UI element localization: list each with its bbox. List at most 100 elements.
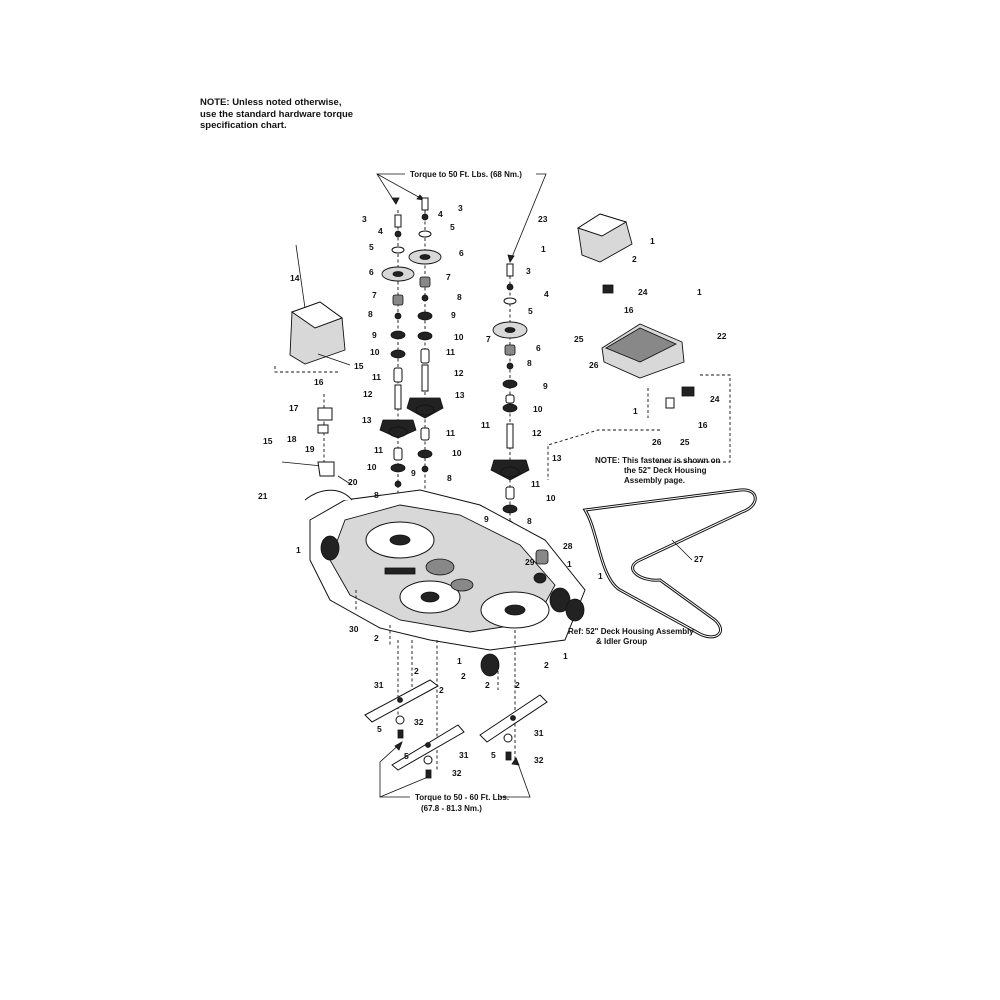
part-label-13: 13 bbox=[455, 390, 465, 400]
part-label-13: 13 bbox=[362, 415, 372, 425]
washer-5-left bbox=[391, 246, 405, 254]
part-label-31: 31 bbox=[534, 728, 544, 738]
part-label-26: 26 bbox=[652, 437, 662, 447]
part-label-2: 2 bbox=[374, 633, 379, 643]
part-label-10: 10 bbox=[454, 332, 464, 342]
torque-top-label: Torque to 50 Ft. Lbs. (68 Nm.) bbox=[410, 170, 522, 179]
wheel-left bbox=[320, 535, 340, 561]
part-label-11: 11 bbox=[372, 372, 381, 382]
part-label-1: 1 bbox=[457, 656, 462, 666]
fastener-note-1: NOTE: This fastener is shown on bbox=[595, 456, 720, 465]
part-label-5: 5 bbox=[491, 750, 496, 760]
part-label-8: 8 bbox=[368, 309, 373, 319]
part-label-8: 8 bbox=[374, 490, 379, 500]
part-label-4: 4 bbox=[544, 289, 549, 299]
part-label-26: 26 bbox=[589, 360, 599, 370]
part-label-1: 1 bbox=[296, 545, 301, 555]
part-label-9: 9 bbox=[411, 468, 416, 478]
part-label-11: 11 bbox=[446, 347, 455, 357]
part-label-5: 5 bbox=[377, 724, 382, 734]
part-label-8: 8 bbox=[527, 358, 532, 368]
washer-4-left bbox=[394, 230, 402, 238]
belt-cover-right bbox=[547, 213, 731, 480]
part-label-9: 9 bbox=[484, 514, 489, 524]
part-label-2: 2 bbox=[461, 671, 466, 681]
rod-18 bbox=[281, 461, 323, 467]
part-label-31: 31 bbox=[459, 750, 469, 760]
part-label-17: 17 bbox=[289, 403, 299, 413]
part-label-3: 3 bbox=[526, 266, 531, 276]
part-label-32: 32 bbox=[414, 717, 424, 727]
part-label-10: 10 bbox=[452, 448, 462, 458]
idler-28 bbox=[535, 549, 549, 565]
part-label-8: 8 bbox=[457, 292, 462, 302]
part-label-16: 16 bbox=[698, 420, 708, 430]
part-label-5: 5 bbox=[369, 242, 374, 252]
part-label-2: 2 bbox=[439, 685, 444, 695]
shaft-12-center bbox=[421, 364, 429, 392]
part-label-1: 1 bbox=[697, 287, 702, 297]
part-label-14: 14 bbox=[290, 273, 300, 283]
part-label-30: 30 bbox=[349, 624, 359, 634]
part-label-10: 10 bbox=[370, 347, 380, 357]
part-label-27: 27 bbox=[694, 554, 704, 564]
part-label-4: 4 bbox=[378, 226, 383, 236]
part-label-11: 11 bbox=[446, 428, 455, 438]
part-label-6: 6 bbox=[369, 267, 374, 277]
belt-cover-left bbox=[274, 244, 353, 486]
part-label-15: 15 bbox=[263, 436, 273, 446]
part-label-5: 5 bbox=[404, 751, 409, 761]
bracket-17 bbox=[317, 407, 333, 421]
wheel-right-1 bbox=[549, 587, 571, 613]
part-label-10: 10 bbox=[367, 462, 377, 472]
idler-29 bbox=[533, 572, 547, 584]
part-label-1: 1 bbox=[563, 651, 568, 661]
torque-bottom-callout: Torque to 50 - 60 Ft. Lbs. (67.8 - 81.3 … bbox=[379, 741, 531, 813]
part-labels: 3456789101112131110834567891011121311109… bbox=[258, 203, 727, 778]
part-label-6: 6 bbox=[459, 248, 464, 258]
shaft-12-left bbox=[394, 384, 402, 410]
torque-bottom-label-2: (67.8 - 81.3 Nm.) bbox=[421, 804, 482, 813]
part-label-7: 7 bbox=[486, 334, 491, 344]
part-label-9: 9 bbox=[372, 330, 377, 340]
fastener-note-2: the 52" Deck Housing bbox=[624, 466, 707, 475]
part-label-18: 18 bbox=[287, 434, 297, 444]
blades bbox=[364, 679, 548, 779]
part-label-22: 22 bbox=[717, 331, 727, 341]
part-label-25: 25 bbox=[574, 334, 584, 344]
part-label-12: 12 bbox=[454, 368, 464, 378]
bolt-3-left bbox=[394, 214, 402, 228]
part-label-20: 20 bbox=[348, 477, 358, 487]
part-label-1: 1 bbox=[650, 236, 655, 246]
part-label-15: 15 bbox=[354, 361, 364, 371]
part-label-10: 10 bbox=[533, 404, 543, 414]
part-label-5: 5 bbox=[528, 306, 533, 316]
part-label-10: 10 bbox=[546, 493, 556, 503]
part-label-8: 8 bbox=[527, 516, 532, 526]
torque-bottom-label-1: Torque to 50 - 60 Ft. Lbs. bbox=[415, 793, 509, 802]
part-label-6: 6 bbox=[536, 343, 541, 353]
part-label-7: 7 bbox=[446, 272, 451, 282]
part-label-11: 11 bbox=[531, 479, 540, 489]
bolt-3-right bbox=[506, 263, 514, 277]
part-label-1: 1 bbox=[633, 406, 638, 416]
fastener-note-3: Assembly page. bbox=[624, 476, 685, 485]
part-label-11: 11 bbox=[481, 420, 490, 430]
part-label-9: 9 bbox=[451, 310, 456, 320]
part-label-1: 1 bbox=[541, 244, 546, 254]
part-label-21: 21 bbox=[258, 491, 268, 501]
part-label-2: 2 bbox=[544, 660, 549, 670]
part-label-23: 23 bbox=[538, 214, 548, 224]
part-label-28: 28 bbox=[563, 541, 573, 551]
bracket-24-bottom bbox=[681, 386, 695, 397]
part-label-25: 25 bbox=[680, 437, 690, 447]
part-label-3: 3 bbox=[362, 214, 367, 224]
part-label-2: 2 bbox=[515, 680, 520, 690]
part-label-2: 2 bbox=[632, 254, 637, 264]
spindle-stack-center bbox=[406, 197, 444, 560]
part-label-16: 16 bbox=[624, 305, 634, 315]
wheel-right-2 bbox=[565, 598, 585, 622]
part-label-24: 24 bbox=[710, 394, 720, 404]
part-label-29: 29 bbox=[525, 557, 535, 567]
